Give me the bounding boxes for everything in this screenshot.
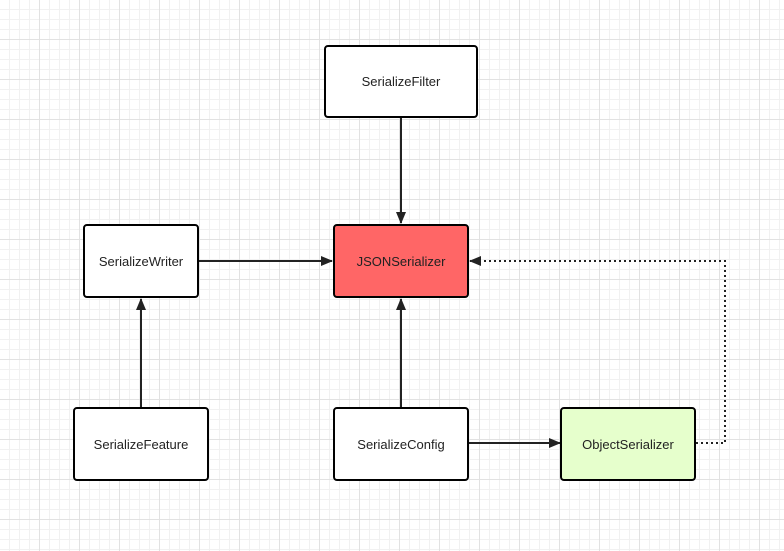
serialize-filter-node[interactable]: SerializeFilter bbox=[324, 45, 478, 118]
object-serializer-label: ObjectSerializer bbox=[582, 436, 674, 452]
serialize-writer-label: SerializeWriter bbox=[98, 253, 184, 269]
serialize-config-label: SerializeConfig bbox=[357, 436, 445, 452]
serialize-filter-label: SerializeFilter bbox=[361, 74, 441, 89]
serialize-feature-node[interactable]: SerializeFeature bbox=[73, 407, 209, 481]
json-serializer-node[interactable]: JSONSerializer bbox=[333, 224, 469, 298]
serialize-config-node[interactable]: SerializeConfig bbox=[333, 407, 469, 481]
json-serializer-label: JSONSerializer bbox=[356, 253, 446, 269]
serialize-writer-node[interactable]: SerializeWriter bbox=[83, 224, 199, 298]
edge-objectserializer-to-jsonserializer bbox=[469, 256, 726, 444]
object-serializer-node[interactable]: ObjectSerializer bbox=[560, 407, 696, 481]
serialize-feature-label: SerializeFeature bbox=[93, 436, 189, 452]
